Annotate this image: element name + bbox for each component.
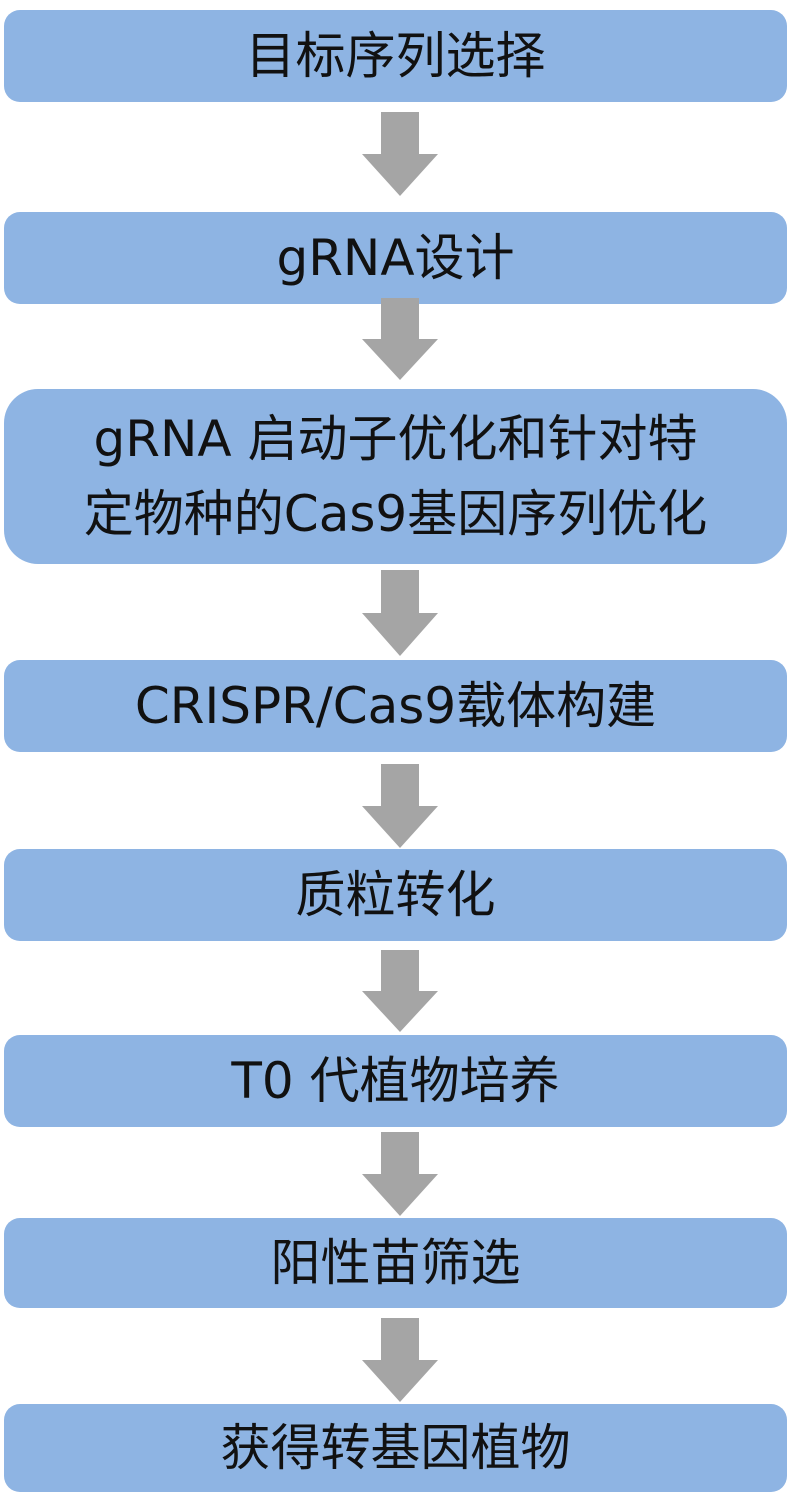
down-arrow-icon [362,950,438,1032]
step-grna-design: gRNA设计 [4,212,787,304]
step-label: 阳性苗筛选 [270,1233,521,1292]
step-label: 目标序列选择 [245,26,546,85]
step-label: T0 代植物培养 [231,1051,560,1110]
step-target-sequence-selection: 目标序列选择 [4,10,787,102]
step-t0-plant-culture: T0 代植物培养 [4,1035,787,1127]
step-label: 获得转基因植物 [220,1418,571,1477]
down-arrow-icon [362,764,438,848]
down-arrow-icon [362,298,438,380]
step-label-line-1: gRNA 启动子优化和针对特 [93,409,698,468]
down-arrow-icon [362,570,438,656]
down-arrow-icon [362,1318,438,1402]
down-arrow-icon [362,1132,438,1216]
step-label: 质粒转化 [295,865,496,924]
step-label: gRNA设计 [276,228,515,287]
step-positive-seedling-screening: 阳性苗筛选 [4,1218,787,1308]
step-label: CRISPR/Cas9载体构建 [134,676,657,735]
step-promoter-and-cas9-optimization: gRNA 启动子优化和针对特 定物种的Cas9基因序列优化 [4,389,787,564]
step-plasmid-transformation: 质粒转化 [4,849,787,941]
step-obtain-transgenic-plants: 获得转基因植物 [4,1404,787,1492]
step-crispr-cas9-vector-construction: CRISPR/Cas9载体构建 [4,660,787,752]
down-arrow-icon [362,112,438,196]
step-label-line-2: 定物种的Cas9基因序列优化 [83,484,708,543]
